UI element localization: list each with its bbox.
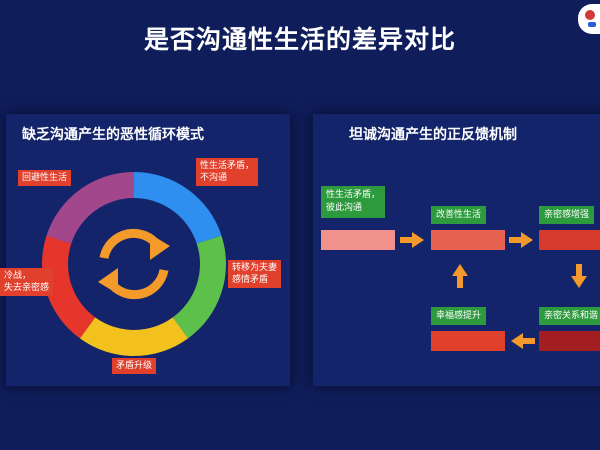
step-bar-improve-sex-life: [431, 230, 505, 250]
step-label-relationship-harmony: 亲密关系和谐: [539, 307, 600, 325]
flow-arrows: [400, 232, 587, 349]
refresh-cycle-icon: [98, 228, 170, 300]
arrow-up-icon: [452, 264, 468, 288]
cycle-arrowhead-top: [150, 234, 170, 260]
step-bar-intimacy-up: [539, 230, 600, 250]
cycle-arrowhead-bottom: [98, 268, 118, 294]
cycle-ring-diagram: [42, 172, 226, 356]
step-label-happiness-up: 幸福感提升: [431, 307, 487, 325]
step-label-communicate: 性生活矛盾， 彼此沟通: [321, 186, 386, 218]
step-bar-communicate: [321, 230, 395, 250]
vicious-cycle-panel: 缺乏沟通产生的恶性循环模式 性生活矛盾， 不沟通 回避性生活 转移为夫妻 感情矛…: [0, 114, 290, 386]
ring-segment-purple: [46, 172, 134, 244]
label-cold-war: 冷战， 失去亲密感: [0, 268, 54, 296]
label-avoid-sex: 回避性生活: [18, 170, 72, 186]
step-bar-happiness-up: [431, 331, 505, 351]
step-label-improve-sex-life: 改善性生活: [431, 206, 487, 224]
cycle-arrow-top: [99, 228, 162, 260]
ring-segment-green: [172, 235, 226, 339]
brand-logo-icon: [578, 4, 600, 34]
ring-segment-blue: [134, 172, 222, 244]
cycle-arrow-bottom: [106, 268, 169, 300]
label-conflict-escalation: 矛盾升级: [112, 358, 157, 374]
label-conflict-no-communication: 性生活矛盾， 不沟通: [196, 158, 259, 186]
slide-title: 是否沟通性生活的差异对比: [143, 25, 456, 54]
step-bar-relationship-harmony: [539, 331, 600, 351]
left-panel-title: 缺乏沟通产生的恶性循环模式: [22, 127, 204, 143]
ring-segment-red: [42, 235, 96, 339]
positive-feedback-panel: 坦诚沟通产生的正反馈机制 性生活矛盾， 彼此沟通 改善性生活 亲密感增强 亲密关…: [313, 114, 600, 386]
arrow-right-icon: [509, 232, 533, 248]
label-shift-to-marriage-conflict: 转移为夫妻 感情矛盾: [228, 260, 282, 288]
right-panel-title: 坦诚沟通产生的正反馈机制: [349, 127, 517, 143]
arrow-down-icon: [571, 264, 587, 288]
ring-segment-yellow: [79, 317, 189, 356]
step-label-intimacy-up: 亲密感增强: [539, 206, 595, 224]
arrow-right-icon: [400, 232, 424, 248]
arrow-left-icon: [511, 333, 535, 349]
